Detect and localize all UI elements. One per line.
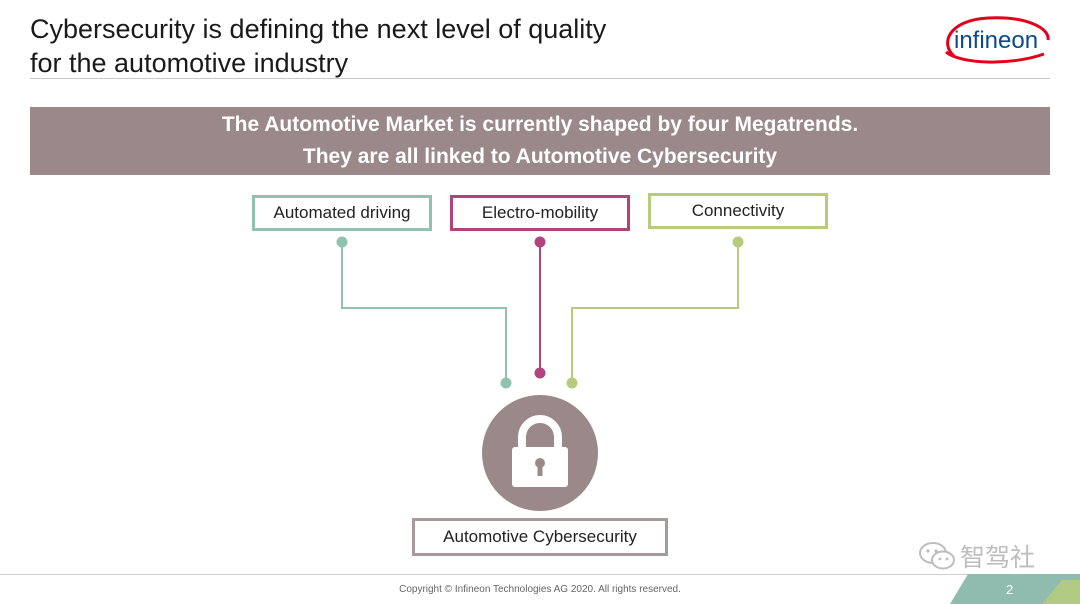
padlock-badge <box>482 395 598 511</box>
automotive-cybersecurity-box: Automotive Cybersecurity <box>412 518 668 556</box>
infineon-logo: infineon <box>940 14 1052 66</box>
page-number: 2 <box>1006 582 1014 597</box>
megatrend-electro-mobility: Electro-mobility <box>450 195 630 231</box>
connector-dot-automated-start <box>336 236 348 248</box>
title-divider <box>30 78 1050 79</box>
connector-dot-connectivity-start <box>732 236 744 248</box>
connector-automated-driving <box>341 242 507 383</box>
connector-dot-automated-end <box>500 377 512 389</box>
connector-dot-electro-start <box>534 236 546 248</box>
banner-line-1: The Automotive Market is currently shape… <box>221 113 859 136</box>
slide-title: Cybersecurity is defining the next level… <box>30 14 607 78</box>
banner-line-2: They are all linked to Automotive Cybers… <box>302 145 778 168</box>
megatrend-connectivity: Connectivity <box>648 193 828 229</box>
copyright-notice: Copyright © Infineon Technologies AG 202… <box>399 584 681 595</box>
footer-divider <box>0 574 1080 575</box>
connector-dot-electro-end <box>534 367 546 379</box>
connector-dot-connectivity-end <box>566 377 578 389</box>
watermark-text: 智驾社 <box>960 543 1036 572</box>
megatrends-banner: The Automotive Market is currently shape… <box>30 107 1050 175</box>
logo-text: infineon <box>954 27 1038 54</box>
watermark: 智驾社 <box>918 538 1035 574</box>
connector-connectivity <box>571 242 739 383</box>
page-corner-decoration <box>950 574 1080 604</box>
padlock-icon <box>512 415 568 487</box>
megatrend-automated-driving: Automated driving <box>252 195 432 231</box>
wechat-icon <box>919 542 955 570</box>
